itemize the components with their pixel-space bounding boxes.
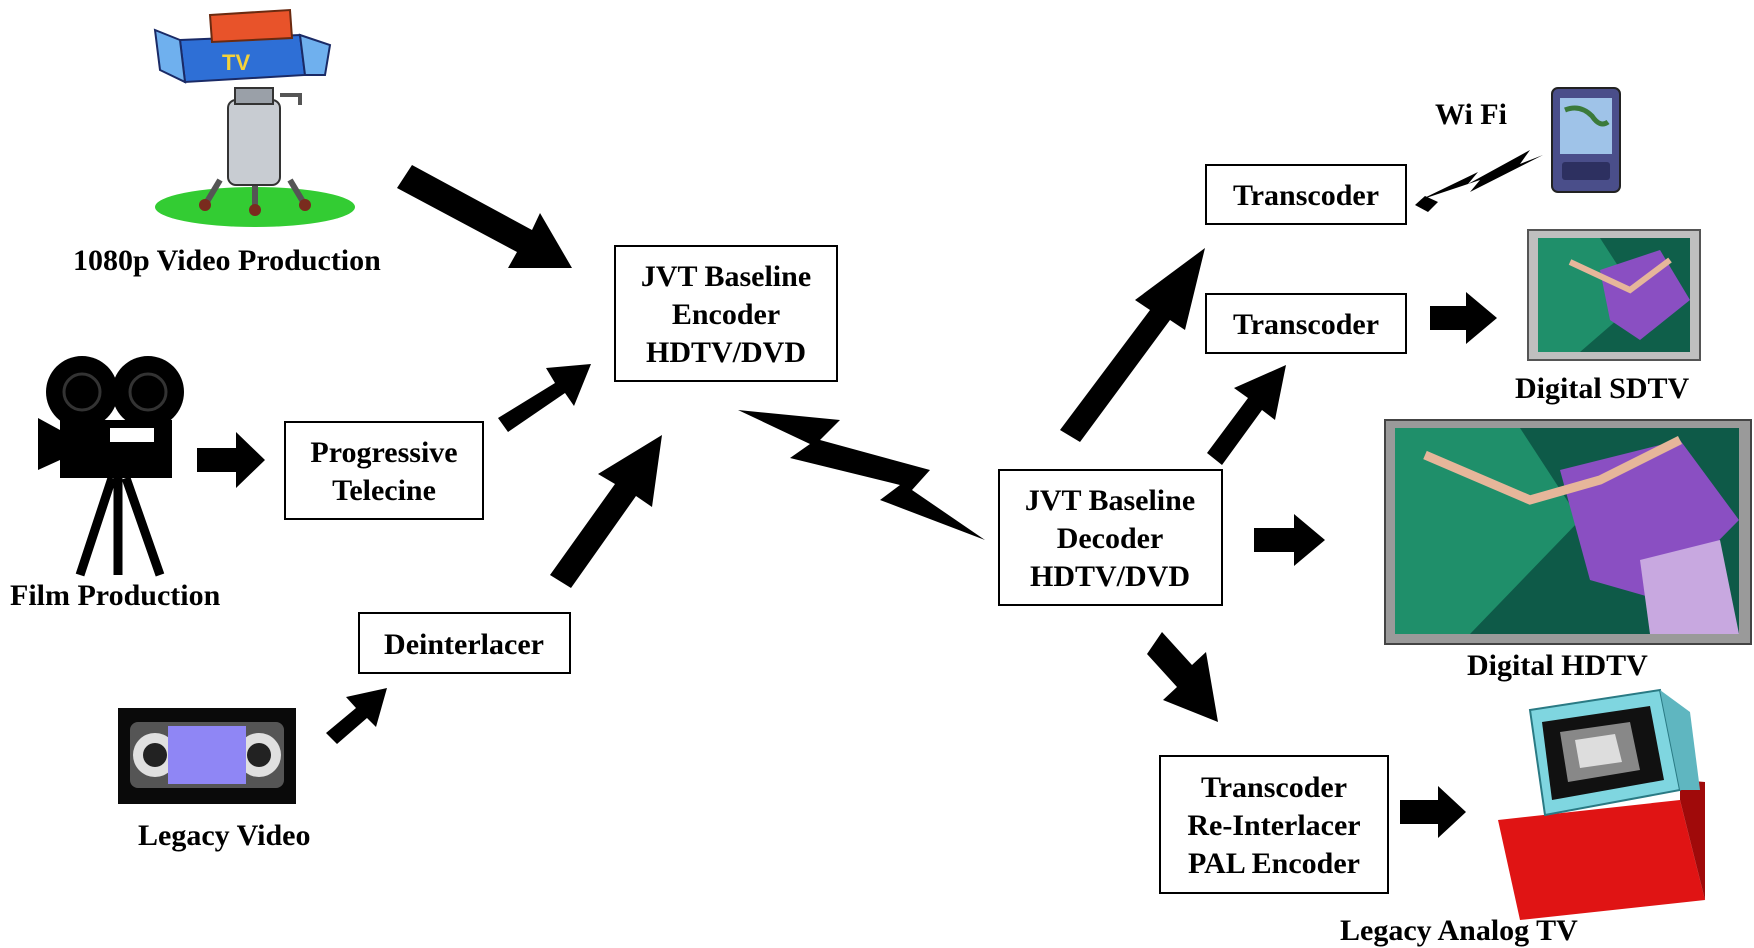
- transcoder-wifi-line-1: Transcoder: [1233, 179, 1379, 212]
- arrow-decoder-to-transcoder-wifi: [1060, 248, 1205, 442]
- encoder-line-3: HDTV/DVD: [646, 336, 806, 369]
- tv-sign-text: TV: [222, 50, 250, 75]
- arrow-telecine-to-encoder: [498, 364, 591, 432]
- transcoder-pal-line-1: Transcoder: [1201, 771, 1347, 804]
- telecine-line-2: Telecine: [332, 474, 436, 507]
- legacy-analog-tv-label: Legacy Analog TV: [1340, 914, 1578, 947]
- transcoder-sdtv-line-1: Transcoder: [1233, 308, 1379, 341]
- deinterlacer-box: Deinterlacer: [358, 612, 571, 674]
- encoder-line-1: JVT Baseline: [641, 260, 811, 293]
- hdtv-screen-icon: [1384, 419, 1752, 645]
- telecine-line-1: Progressive: [310, 436, 457, 469]
- arrow-decoder-to-transcoder-sdtv: [1207, 365, 1286, 465]
- decoder-line-3: HDTV/DVD: [1030, 560, 1190, 593]
- sdtv-screen-icon: [1527, 229, 1701, 361]
- vhs-tape-icon: [118, 708, 296, 804]
- arrow-video-to-encoder: [397, 165, 572, 268]
- telecine-box: Progressive Telecine: [284, 421, 484, 520]
- decoder-line-2: Decoder: [1057, 522, 1164, 555]
- arrow-film-to-telecine: [197, 432, 265, 488]
- legacy-video-label: Legacy Video: [138, 819, 311, 852]
- wifi-label: Wi Fi: [1435, 98, 1507, 131]
- arrow-transcoder-to-sdtv: [1430, 292, 1497, 344]
- deinterlacer-line-1: Deinterlacer: [384, 628, 544, 661]
- film-production-label: Film Production: [10, 579, 221, 612]
- lightning-bolt-icon: [1420, 150, 1543, 200]
- transcoder-pal-line-2: Re-Interlacer: [1187, 809, 1360, 842]
- digital-hdtv-label: Digital HDTV: [1467, 649, 1648, 682]
- encoder-box: JVT Baseline Encoder HDTV/DVD: [614, 245, 838, 382]
- video-production-label: 1080p Video Production: [73, 244, 381, 277]
- tv-camera-icon: TV: [153, 8, 355, 227]
- wifi-link-accent: [1415, 196, 1438, 212]
- digital-sdtv-label: Digital SDTV: [1515, 372, 1690, 405]
- transcoder-wifi-box: Transcoder: [1205, 164, 1407, 225]
- transcoder-pal-line-3: PAL Encoder: [1188, 847, 1360, 880]
- film-camera-icon: [38, 356, 184, 577]
- arrow-transcoder-to-analog-tv: [1400, 786, 1466, 838]
- transcoder-pal-box: Transcoder Re-Interlacer PAL Encoder: [1159, 755, 1389, 894]
- analog-tv-icon: [1498, 688, 1705, 920]
- pda-device-icon: [1551, 87, 1621, 193]
- arrow-decoder-to-hdtv: [1254, 514, 1325, 566]
- transmission-bolt-icon: [738, 410, 985, 540]
- arrow-vhs-to-deinterlacer: [326, 688, 387, 744]
- arrow-decoder-to-transcoder-pal: [1147, 632, 1218, 722]
- decoder-line-1: JVT Baseline: [1025, 484, 1195, 517]
- transcoder-sdtv-box: Transcoder: [1205, 293, 1407, 354]
- encoder-line-2: Encoder: [672, 298, 780, 331]
- arrow-deinterlacer-to-encoder: [550, 435, 662, 588]
- decoder-box: JVT Baseline Decoder HDTV/DVD: [998, 469, 1223, 606]
